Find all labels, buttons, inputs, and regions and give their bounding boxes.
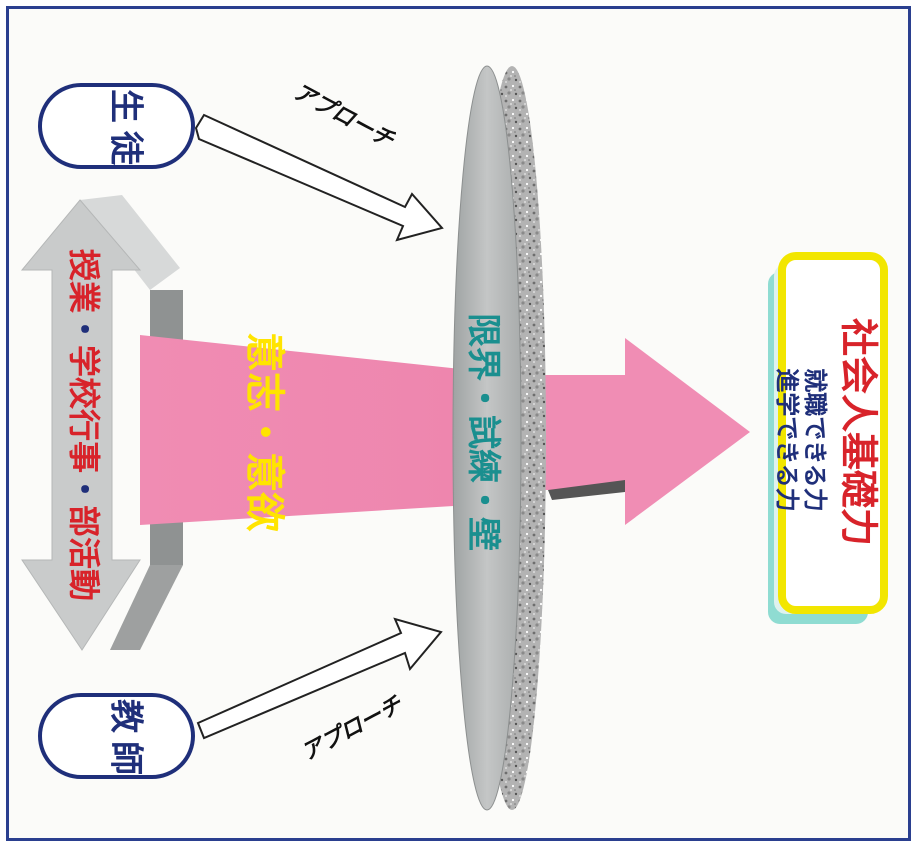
teacher-label-1: 教 (106, 699, 146, 733)
svg-text:限界・試練・壁: 限界・試練・壁 (464, 313, 504, 551)
svg-text:意志・意欲: 意志・意欲 (241, 332, 287, 532)
wall-part1: 限界 (464, 313, 504, 381)
teacher-badge (38, 693, 195, 779)
student-label-2: 徒 (106, 130, 146, 166)
will-part2: 意欲 (241, 452, 287, 532)
teacher-label-2: 師 (106, 741, 146, 775)
student-badge (38, 83, 195, 169)
will-part1: 意志 (241, 332, 287, 412)
wall-part2: 試練 (464, 415, 504, 483)
goal-title: 社会人基礎力 (837, 318, 881, 546)
approach-arrow-top (194, 113, 444, 242)
activities-part2: 学校行事 (65, 345, 103, 473)
approach-label-bottom: アプローチ (298, 691, 409, 766)
svg-text:授業・学校行事・部活動: 授業・学校行事・部活動 (65, 249, 103, 601)
activities-sep2: ・ (65, 473, 103, 505)
wall-sep2: ・ (464, 483, 504, 517)
goal-box (768, 252, 888, 624)
wall-disc (452, 65, 546, 811)
activities-sep1: ・ (65, 313, 103, 345)
wall-sep1: ・ (464, 381, 504, 415)
will-arrow (140, 335, 750, 525)
approach-arrow-bottom (196, 617, 443, 740)
will-text: 意志・意欲 (241, 332, 287, 532)
wall-part3: 壁 (464, 517, 504, 551)
student-label-1: 生 (106, 89, 146, 123)
activities-part1: 授業 (65, 249, 103, 313)
will-sep: ・ (241, 412, 287, 452)
goal-line2: 進学できる力 (773, 368, 801, 512)
goal-line1: 就職できる力 (801, 368, 829, 512)
wall-text: 限界・試練・壁 (464, 313, 504, 551)
activities-text: 授業・学校行事・部活動 (65, 249, 103, 601)
activities-part3: 部活動 (65, 505, 103, 601)
approach-label-top: アプローチ (289, 79, 400, 154)
